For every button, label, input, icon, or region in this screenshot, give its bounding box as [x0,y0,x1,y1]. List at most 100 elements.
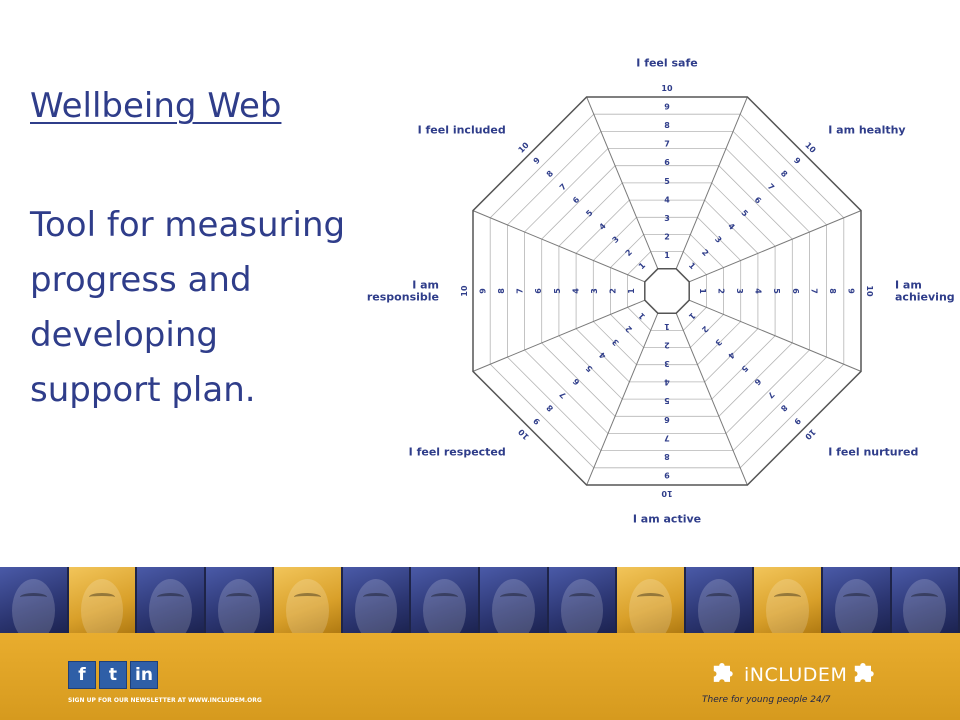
web-grid [472,96,862,486]
ring-number: 5 [584,363,595,374]
puzzle-icon [713,663,733,682]
web-segment-label: achieving [895,291,955,304]
web-spoke [688,299,862,372]
social-links: f t in [68,661,158,689]
ring-number: 5 [584,208,595,219]
ring-number: 2 [700,248,710,258]
ring-number: 3 [610,337,620,347]
ring-number: 10 [517,140,532,155]
ring-number: 7 [558,182,568,192]
web-segment-label: I feel included [418,123,506,136]
ring-number: 6 [753,195,764,206]
ring-number: 4 [597,350,608,361]
web-spoke [675,312,748,486]
web-segment-label: I feel nurtured [828,446,918,459]
face-photo [411,567,481,633]
web-segment-label: I am active [633,513,701,526]
ring-number: 1 [698,288,707,294]
ring-number: 9 [792,416,803,427]
ring-number: 3 [713,235,723,245]
ring-number: 2 [664,233,670,242]
ring-number: 8 [828,288,837,294]
ring-number: 10 [803,427,818,442]
ring-number: 4 [664,378,670,387]
face-photo [617,567,686,633]
ring-number: 10 [661,84,673,93]
face-photo [0,567,69,633]
web-segment-label: I am [895,279,922,292]
facebook-icon[interactable]: f [68,661,96,689]
web-segment-label: I feel safe [636,57,697,70]
face-photo [137,567,206,633]
ring-number: 10 [803,141,818,156]
web-segment-label: I feel respected [409,446,506,459]
ring-number: 4 [664,195,670,204]
footer: f t in SIGN UP FOR OUR NEWSLETTER AT WWW… [0,633,960,720]
web-spoke [472,210,646,283]
twitter-icon[interactable]: t [99,661,127,689]
ring-number: 9 [478,288,487,294]
ring-number: 9 [792,156,803,167]
face-photo [685,567,755,633]
ring-number: 1 [664,251,670,260]
ring-number: 6 [664,415,670,424]
ring-number: 8 [664,452,670,461]
photo-strip [0,567,960,633]
web-spoke [688,210,862,283]
ring-number: 2 [664,340,670,349]
web-segment-label: I am [412,279,439,292]
web-spoke [586,312,659,486]
ring-number: 3 [611,235,621,245]
ring-number: 5 [664,396,670,405]
ring-number: 9 [532,155,543,166]
ring-number: 6 [571,376,582,387]
web-segment-label: I am healthy [828,123,905,136]
web-spoke [472,299,646,372]
ring-number: 7 [558,390,568,400]
face-photo [548,567,618,633]
ring-number: 7 [664,433,670,442]
ring-number: 2 [624,324,634,334]
ring-number: 3 [735,288,744,294]
face-photo [891,567,960,633]
ring-number: 2 [700,324,710,334]
ring-number: 5 [772,288,781,294]
web-segment-label: responsible [367,291,439,304]
ring-number: 4 [726,350,737,361]
ring-number: 3 [713,337,723,347]
ring-number: 8 [545,169,556,180]
tagline: There for young people 24/7 [702,695,831,705]
web-spoke [675,96,748,270]
linkedin-icon[interactable]: in [130,661,158,689]
ring-number: 10 [865,285,874,297]
ring-number: 7 [664,140,670,149]
ring-number: 7 [809,288,818,294]
ring-number: 10 [661,489,673,498]
ring-number: 7 [766,390,776,400]
ring-number: 8 [497,288,506,294]
ring-number: 7 [516,288,525,294]
ring-number: 1 [636,311,647,322]
ring-number: 3 [590,288,599,294]
ring-number: 7 [766,182,776,192]
face-photo [754,567,823,633]
ring-number: 9 [847,288,856,294]
face-photo [205,567,275,633]
newsletter-link[interactable]: SIGN UP FOR OUR NEWSLETTER AT WWW.INCLUD… [68,697,262,704]
face-photo [68,567,138,633]
ring-number: 1 [687,261,698,272]
web-outline [472,96,862,486]
ring-number: 3 [664,359,670,368]
ring-number: 9 [664,471,670,480]
ring-number: 9 [531,416,542,427]
ring-number: 4 [571,288,580,294]
slide-title: Wellbeing Web [30,86,282,126]
ring-number: 6 [791,288,800,294]
web-center [644,268,690,314]
ring-number: 1 [664,322,670,331]
face-photo [342,567,412,633]
ring-number: 6 [752,377,763,388]
ring-number: 5 [739,208,750,219]
